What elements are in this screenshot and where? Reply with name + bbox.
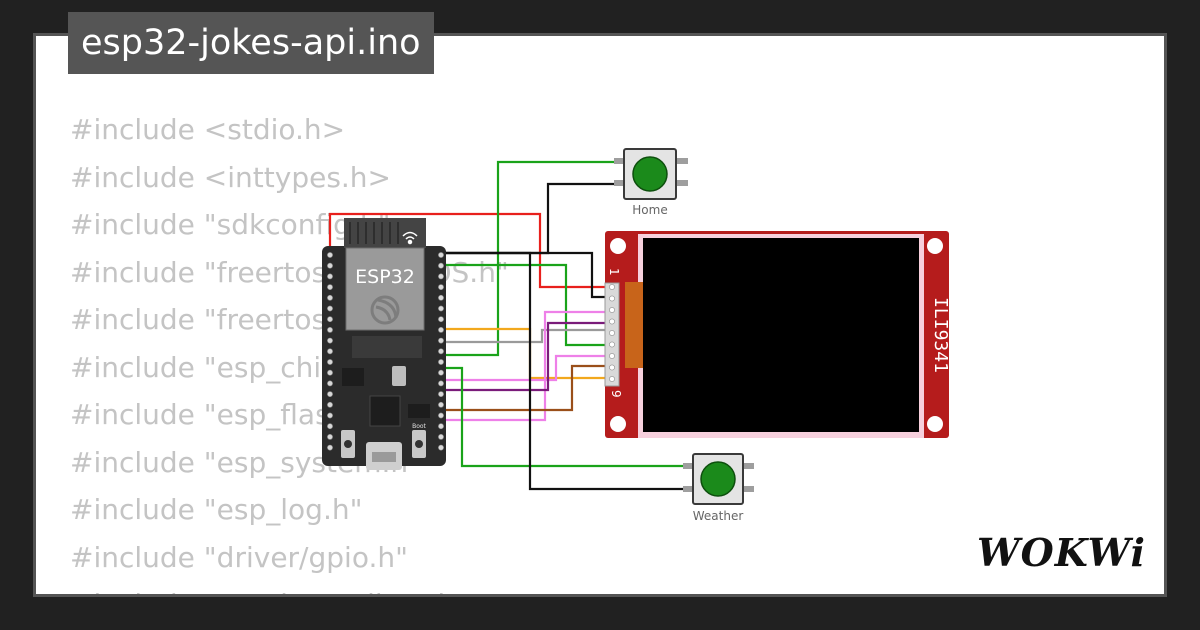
pin <box>327 252 333 258</box>
pin <box>327 337 333 344</box>
esp32-board[interactable]: ESP32 Boot <box>322 218 446 470</box>
home-label: Home <box>632 203 667 217</box>
pin <box>609 341 615 348</box>
wire-black-gnd[interactable] <box>434 251 610 299</box>
pin <box>438 423 444 430</box>
wire-gray[interactable] <box>442 328 610 344</box>
pin <box>327 444 333 451</box>
pin <box>327 348 333 355</box>
pin <box>327 412 333 419</box>
wire-green-tft[interactable] <box>442 263 610 347</box>
wire-black-weather[interactable] <box>434 251 693 491</box>
pin <box>438 273 444 280</box>
wire-black-home[interactable] <box>434 182 625 255</box>
pin <box>438 444 444 451</box>
wokwi-logo-text: WOKWi <box>977 530 1146 575</box>
code-line: #include "esp_log.h" <box>70 493 363 526</box>
pin <box>438 380 444 387</box>
pin <box>327 305 333 312</box>
pin <box>609 318 615 325</box>
wire-purple[interactable] <box>442 321 610 392</box>
code-line: #include "esp_http_client.h" <box>70 581 509 594</box>
pin <box>327 294 333 301</box>
usb-port[interactable] <box>366 442 402 470</box>
tft-pin-first: 1 <box>607 268 621 276</box>
pin <box>438 305 444 312</box>
pin <box>609 364 615 371</box>
code-line: #include "driver/gpio.h" <box>70 540 408 574</box>
home-pushbutton[interactable]: Home <box>614 148 688 217</box>
pin <box>609 353 615 359</box>
pin <box>609 330 615 336</box>
pin-header-right <box>438 252 444 451</box>
pin <box>327 273 333 280</box>
reset-button[interactable] <box>341 430 355 458</box>
pin <box>438 369 444 376</box>
pin <box>327 369 333 376</box>
pin <box>327 401 333 408</box>
pin <box>609 284 615 290</box>
boot-button[interactable] <box>412 430 426 458</box>
weather-pushbutton[interactable]: Weather <box>683 453 754 523</box>
esp32-label: ESP32 <box>355 266 415 288</box>
pin <box>327 284 333 290</box>
pin <box>327 326 333 333</box>
tft-pin-header <box>609 284 615 382</box>
pin <box>438 433 444 440</box>
pin <box>609 307 615 313</box>
wire-orange[interactable] <box>442 327 610 380</box>
wire-brown[interactable] <box>442 364 610 412</box>
pin <box>438 348 444 355</box>
code-line: #include <inttypes.h> <box>70 160 392 194</box>
pin <box>327 433 333 440</box>
pin <box>327 380 333 387</box>
pin <box>438 284 444 290</box>
pin <box>327 359 333 365</box>
project-title: esp32-jokes-api.ino <box>68 12 434 74</box>
code-line: #include <stdio.h> <box>70 113 346 146</box>
pin <box>327 423 333 430</box>
pin <box>438 337 444 344</box>
ili9341-display[interactable]: 1 9 ILI9341 <box>604 231 951 438</box>
wire-pink-1[interactable] <box>442 310 610 422</box>
pin <box>438 262 444 269</box>
pin <box>438 252 444 258</box>
pin <box>327 391 333 397</box>
wire-green-weather[interactable] <box>442 366 693 468</box>
pin <box>438 294 444 301</box>
tft-pin-last: 9 <box>609 390 623 398</box>
pin <box>438 401 444 408</box>
boot-label: Boot <box>412 423 426 430</box>
pin-header-left <box>327 252 333 451</box>
weather-label: Weather <box>693 509 744 523</box>
pin <box>438 359 444 365</box>
pin <box>438 326 444 333</box>
wokwi-logo: WOKWi <box>977 530 1146 575</box>
espressif-icon <box>370 295 400 325</box>
display-model-label: ILI9341 <box>930 297 951 373</box>
pin <box>438 391 444 397</box>
pin <box>438 412 444 419</box>
wire-pink-2[interactable] <box>442 354 610 382</box>
wifi-icon <box>402 231 418 245</box>
pin <box>327 316 333 323</box>
pin <box>609 295 615 302</box>
pin <box>327 262 333 269</box>
pin <box>609 376 615 382</box>
wire-green-home[interactable] <box>442 160 625 357</box>
pin <box>438 316 444 323</box>
